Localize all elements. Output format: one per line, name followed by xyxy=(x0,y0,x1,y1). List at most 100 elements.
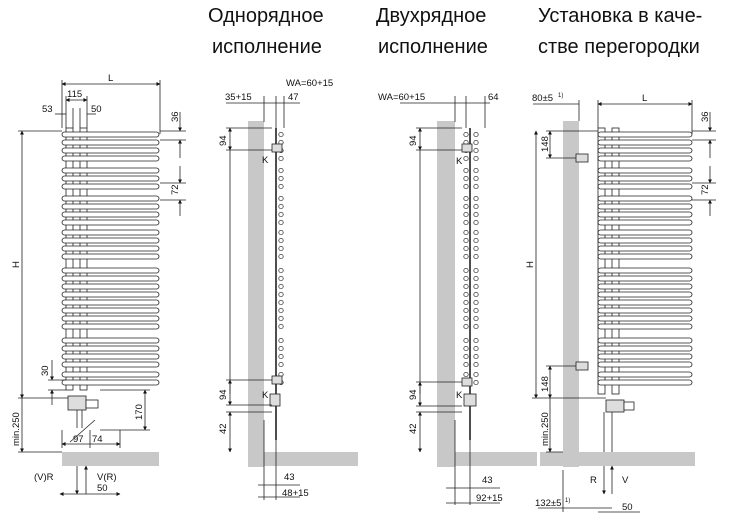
single-K2: K xyxy=(262,390,269,401)
towel-tube xyxy=(597,131,693,138)
double-64: 64 xyxy=(488,92,499,103)
tube-end xyxy=(473,353,479,360)
tube-end xyxy=(278,203,284,210)
towel-tube xyxy=(597,229,693,236)
double-42: 42 xyxy=(408,423,419,434)
partition-80: 80±5 xyxy=(532,93,553,104)
header-partition-line2: стве перегородки xyxy=(538,36,700,58)
tube-end xyxy=(463,253,469,260)
tube-end xyxy=(473,195,479,202)
towel-tube xyxy=(597,139,693,146)
front-L: L xyxy=(108,73,113,84)
tube-end xyxy=(278,361,284,368)
double-WA: WA=60+15 xyxy=(378,92,425,103)
double-K2: K xyxy=(456,390,463,401)
towel-tube xyxy=(61,139,160,146)
tube-end xyxy=(463,219,469,226)
tube-end xyxy=(463,361,469,368)
towel-tube xyxy=(61,155,160,162)
tube-end xyxy=(463,291,469,298)
tube-end xyxy=(463,315,469,322)
front-VR-right: V(R) xyxy=(97,472,117,483)
header-single-line2: исполнение xyxy=(212,36,322,58)
double-94b: 94 xyxy=(408,389,419,400)
tube-end xyxy=(463,183,469,190)
front-170: 170 xyxy=(134,404,145,420)
tube-end xyxy=(473,379,479,386)
double-94a: 94 xyxy=(408,135,419,146)
single-48-15: 48+15 xyxy=(282,488,309,499)
tube-end xyxy=(278,307,284,314)
tube-end xyxy=(463,267,469,274)
towel-tube xyxy=(597,195,693,202)
tube-end xyxy=(473,283,479,290)
towel-tube xyxy=(597,307,693,314)
front-view xyxy=(18,80,186,496)
floor-single xyxy=(248,452,358,466)
towel-tube xyxy=(61,229,160,236)
front-tubes xyxy=(61,131,160,386)
tube-end xyxy=(278,237,284,244)
header-double-line2: исполнение xyxy=(378,36,488,58)
tube-end xyxy=(473,131,479,138)
towel-tube xyxy=(597,245,693,252)
tube-end xyxy=(463,167,469,174)
tube-end xyxy=(473,299,479,306)
towel-tube xyxy=(61,195,160,202)
tube-end xyxy=(473,361,479,368)
tube-end xyxy=(473,139,479,146)
single-side-view xyxy=(226,96,358,500)
towel-tube xyxy=(597,315,693,322)
tube-end xyxy=(278,299,284,306)
valve-body xyxy=(67,395,87,411)
towel-tube xyxy=(597,147,693,154)
front-50: 50 xyxy=(91,104,102,115)
partition-36: 36 xyxy=(700,111,711,122)
tube-end xyxy=(278,183,284,190)
tube-end xyxy=(463,195,469,202)
tube-end xyxy=(463,307,469,314)
partition-V: V xyxy=(622,475,629,486)
partition-132-sup: 1) xyxy=(565,498,570,504)
towel-tube xyxy=(597,345,693,352)
tube-end xyxy=(463,371,469,378)
single-42: 42 xyxy=(218,423,229,434)
tube-end xyxy=(278,253,284,260)
tube-end xyxy=(473,337,479,344)
floor-partition xyxy=(540,452,695,466)
tube-end xyxy=(278,353,284,360)
towel-tube xyxy=(61,183,160,190)
tube-end xyxy=(473,229,479,236)
tube-end xyxy=(473,275,479,282)
towel-tube xyxy=(61,323,160,330)
tube-end xyxy=(463,345,469,352)
double-92-15: 92+15 xyxy=(476,493,503,504)
tube-end xyxy=(473,175,479,182)
tube-end xyxy=(278,195,284,202)
partition-80-sup: 1) xyxy=(558,93,563,99)
partition-tubes xyxy=(597,131,693,386)
header-single-line1: Однорядное xyxy=(208,5,324,27)
towel-tube xyxy=(597,219,693,226)
header-double-line1: Двухрядное xyxy=(376,5,487,27)
front-53: 53 xyxy=(42,104,53,115)
double-K1: K xyxy=(456,156,463,167)
tube-end xyxy=(463,155,469,162)
towel-tube xyxy=(61,361,160,368)
towel-tube xyxy=(597,175,693,182)
towel-tube xyxy=(597,353,693,360)
tube-end xyxy=(473,307,479,314)
towel-tube xyxy=(597,167,693,174)
front-74: 74 xyxy=(92,434,103,445)
tube-end xyxy=(473,323,479,330)
towel-tube xyxy=(61,147,160,154)
tube-end xyxy=(278,345,284,352)
tube-end xyxy=(278,175,284,182)
partition-wall xyxy=(563,121,579,467)
towel-tube xyxy=(61,175,160,182)
tube-end xyxy=(278,323,284,330)
partition-148a: 148 xyxy=(540,136,551,152)
partition-148b: 148 xyxy=(540,376,551,392)
partition-view xyxy=(532,100,716,513)
wall-single xyxy=(248,121,264,467)
